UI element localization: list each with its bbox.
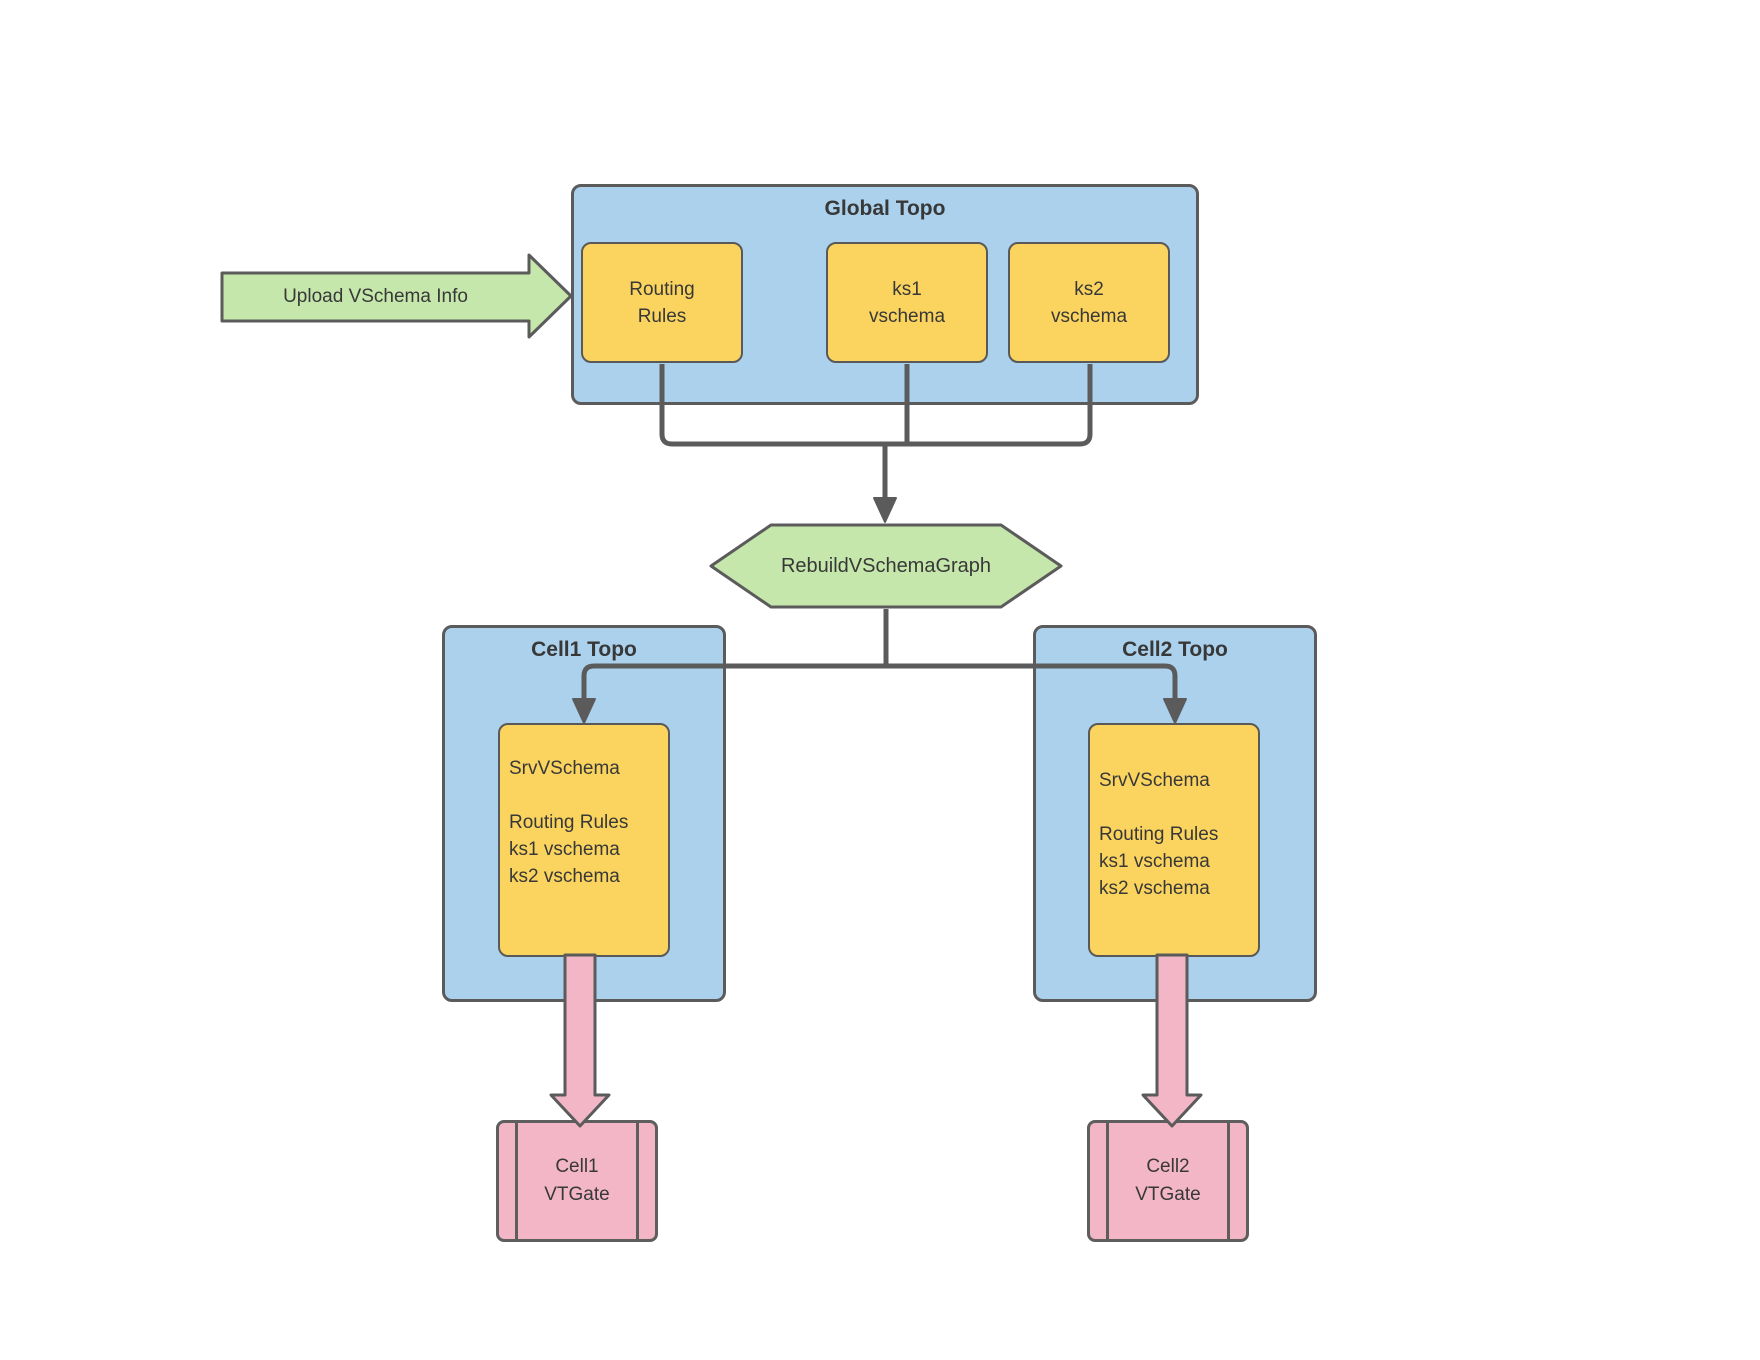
rebuild-hexagon-label: RebuildVSchemaGraph [780, 555, 992, 577]
cell2-vtgate-label: Cell2 VTGate [1135, 1156, 1201, 1205]
ks1-vschema-node: ks1 vschema [826, 242, 988, 363]
vtgate-side-line [1227, 1123, 1230, 1239]
cell1-topo-title: Cell1 Topo [531, 638, 637, 661]
cell1-vtgate-label: Cell1 VTGate [544, 1156, 610, 1205]
cell2-srvvschema-node: SrvVSchema Routing Rules ks1 vschema ks2… [1088, 723, 1260, 957]
global-topo-title: Global Topo [824, 197, 946, 220]
routing-rules-node: Routing Rules [581, 242, 743, 363]
cell2-topo-title: Cell2 Topo [1122, 638, 1228, 661]
ks2-vschema-node: ks2 vschema [1008, 242, 1170, 363]
vtgate-side-line [515, 1123, 518, 1239]
vtgate-side-line [1106, 1123, 1109, 1239]
upload-arrow-label: Upload VSchema Info [283, 286, 468, 307]
down-arrowhead-icon [873, 497, 897, 523]
cell2-vtgate-box: Cell2 VTGate [1087, 1120, 1249, 1242]
cell1-vtgate-box: Cell1 VTGate [496, 1120, 658, 1242]
cell1-srvvschema-node: SrvVSchema Routing Rules ks1 vschema ks2… [498, 723, 670, 957]
vtgate-side-line [636, 1123, 639, 1239]
